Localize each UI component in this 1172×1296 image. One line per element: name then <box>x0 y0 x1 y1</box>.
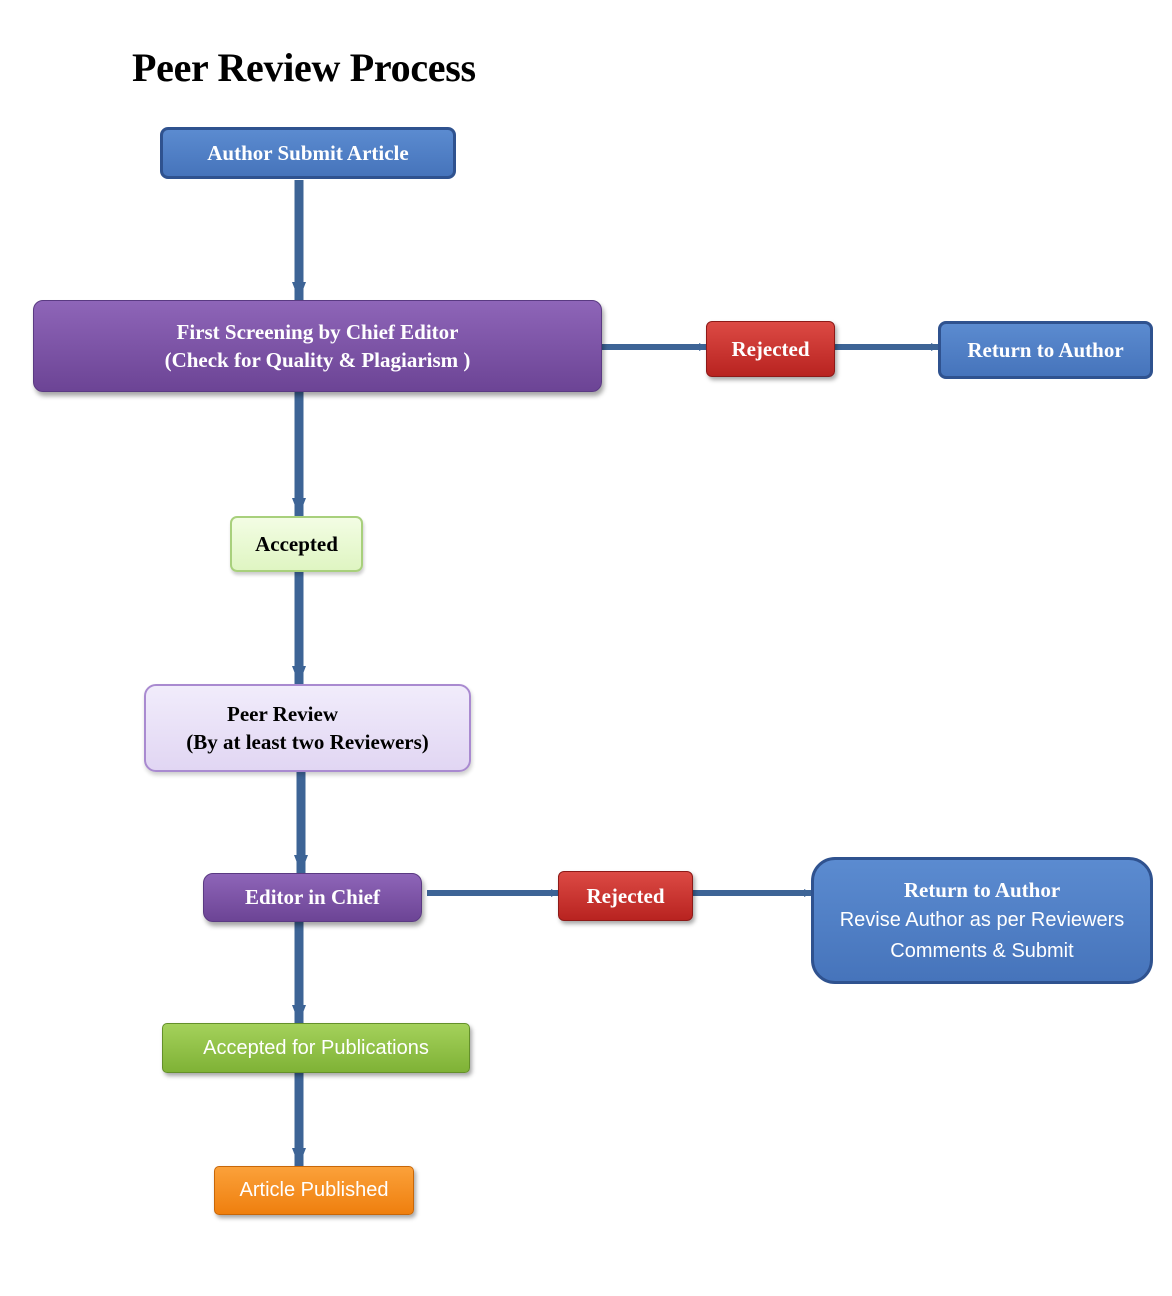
node-author-submit-article: Author Submit Article <box>160 127 456 179</box>
node-label: Article Published <box>239 1179 389 1201</box>
node-sublabel: (By at least two Reviewers) <box>186 730 429 754</box>
node-label: First Screening by Chief Editor <box>176 319 459 344</box>
node-return-to-author: Return to Author <box>938 321 1153 379</box>
node-label: Peer Review <box>227 701 338 726</box>
node-label: Return to Author <box>903 878 1061 903</box>
node-label: Accepted <box>255 531 338 556</box>
diagram-title: Peer Review Process <box>132 45 476 90</box>
node-rejected-screening: Rejected <box>706 321 835 377</box>
node-sublabel: Revise Author as per Reviewers <box>839 908 1125 931</box>
node-article-published: Article Published <box>214 1166 414 1215</box>
node-sublabel: Comments & Submit <box>890 939 1074 962</box>
node-label: Rejected <box>586 883 665 908</box>
node-label: Return to Author <box>967 337 1124 362</box>
node-first-screening: First Screening by Chief Editor (Check f… <box>33 300 602 392</box>
node-return-to-author-revise: Return to Author Revise Author as per Re… <box>811 857 1153 984</box>
node-accepted: Accepted <box>230 516 363 572</box>
node-sublabel: (Check for Quality & Plagiarism ) <box>164 348 471 372</box>
node-accepted-for-publications: Accepted for Publications <box>162 1023 470 1073</box>
node-label: Author Submit Article <box>207 140 409 165</box>
node-rejected-review: Rejected <box>558 871 693 921</box>
node-label: Editor in Chief <box>245 885 380 910</box>
node-peer-review: Peer Review (By at least two Reviewers) <box>144 684 471 772</box>
node-label: Accepted for Publications <box>203 1036 429 1059</box>
node-editor-in-chief: Editor in Chief <box>203 873 422 922</box>
node-label: Rejected <box>731 336 810 361</box>
